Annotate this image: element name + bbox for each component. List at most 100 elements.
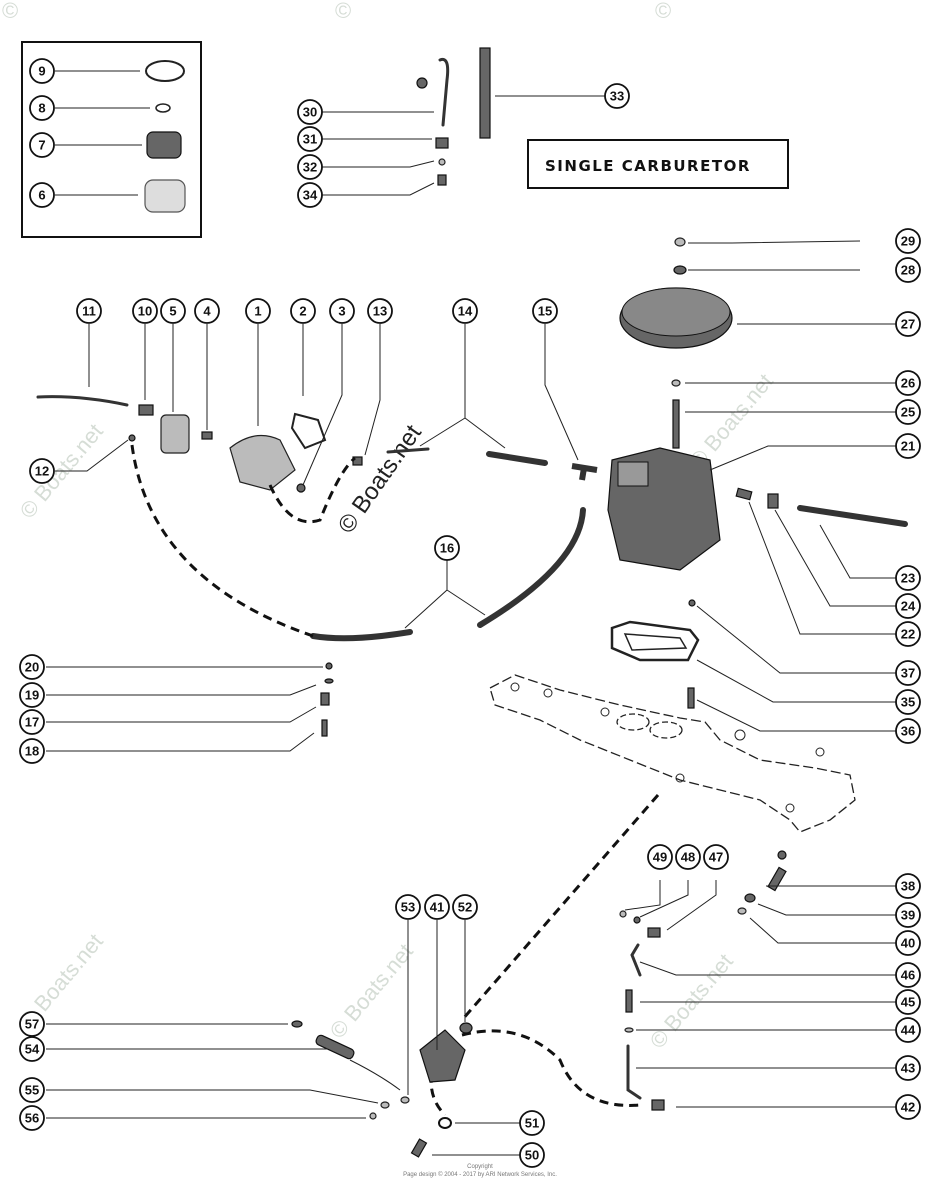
vent-tube-parts (322, 47, 605, 196)
callout-55[interactable]: 55 (19, 1077, 45, 1103)
fuel-inlet-parts (735, 487, 908, 635)
callout-51[interactable]: 51 (519, 1110, 545, 1136)
corner-watermarks: © © © (2, 0, 671, 23)
callout-34[interactable]: 34 (297, 182, 323, 208)
callout-45[interactable]: 45 (895, 989, 921, 1015)
callout-31[interactable]: 31 (297, 126, 323, 152)
callout-49[interactable]: 49 (647, 844, 673, 870)
callout-25[interactable]: 25 (895, 399, 921, 425)
callout-3[interactable]: 3 (329, 298, 355, 324)
gasket-part (145, 60, 185, 82)
svg-text:56: 56 (25, 1111, 39, 1126)
callout-54[interactable]: 54 (19, 1036, 45, 1062)
svg-text:19: 19 (25, 688, 39, 703)
callout-23[interactable]: 23 (895, 565, 921, 591)
callout-57[interactable]: 57 (19, 1011, 45, 1037)
callout-52[interactable]: 52 (452, 894, 478, 920)
svg-text:48: 48 (681, 850, 695, 865)
callout-36[interactable]: 36 (895, 718, 921, 744)
callout-46[interactable]: 46 (895, 962, 921, 988)
manifold-gasket-parts (610, 599, 896, 732)
callout-16[interactable]: 16 (434, 535, 460, 561)
svg-text:3: 3 (338, 304, 345, 319)
carburetor-assembly (607, 445, 896, 571)
callout-6[interactable]: 6 (29, 182, 55, 208)
fuel-pump-part (229, 434, 296, 491)
svg-text:36: 36 (901, 724, 915, 739)
svg-text:25: 25 (901, 405, 915, 420)
callout-13[interactable]: 13 (367, 298, 393, 324)
callout-18[interactable]: 18 (19, 738, 45, 764)
svg-text:41: 41 (430, 900, 444, 915)
callout-47[interactable]: 47 (703, 844, 729, 870)
callout-15[interactable]: 15 (532, 298, 558, 324)
callout-12[interactable]: 12 (29, 458, 55, 484)
callout-40[interactable]: 40 (895, 930, 921, 956)
callout-2[interactable]: 2 (290, 298, 316, 324)
callout-43[interactable]: 43 (895, 1055, 921, 1081)
callout-50[interactable]: 50 (519, 1142, 545, 1168)
watermark-text-center: © Boats.net (333, 420, 427, 539)
callout-8[interactable]: 8 (29, 95, 55, 121)
svg-text:46: 46 (901, 968, 915, 983)
callout-32[interactable]: 32 (297, 154, 323, 180)
callout-48[interactable]: 48 (675, 844, 701, 870)
svg-text:34: 34 (303, 188, 318, 203)
callout-27[interactable]: 27 (895, 311, 921, 337)
intake-manifold (489, 674, 856, 833)
callout-39[interactable]: 39 (895, 902, 921, 928)
callout-33[interactable]: 33 (604, 83, 630, 109)
callout-44[interactable]: 44 (895, 1017, 921, 1043)
callout-53[interactable]: 53 (395, 894, 421, 920)
callout-4[interactable]: 4 (194, 298, 220, 324)
svg-text:57: 57 (25, 1017, 39, 1032)
callout-24[interactable]: 24 (895, 593, 921, 619)
svg-text:33: 33 (610, 89, 624, 104)
callout-38[interactable]: 38 (895, 873, 921, 899)
callout-17[interactable]: 17 (19, 709, 45, 735)
callout-14[interactable]: 14 (452, 298, 478, 324)
callout-26[interactable]: 26 (895, 370, 921, 396)
callouts: 9 8 7 6 30 31 32 34 33 29 28 27 26 25 21… (19, 58, 921, 1168)
svg-text:45: 45 (901, 995, 915, 1010)
svg-text:12: 12 (35, 464, 49, 479)
fuel-line-part (477, 507, 586, 628)
callout-35[interactable]: 35 (895, 689, 921, 715)
copyright-line-2: Page design © 2004 - 2017 by ARI Network… (403, 1171, 557, 1178)
callout-42[interactable]: 42 (895, 1094, 921, 1120)
svg-text:31: 31 (303, 132, 317, 147)
callout-9[interactable]: 9 (29, 58, 55, 84)
svg-text:26: 26 (901, 376, 915, 391)
callout-20[interactable]: 20 (19, 654, 45, 680)
watermark-text: © Boats.net (645, 949, 738, 1053)
watermark-symbol: © (335, 0, 351, 23)
copyright-line-1: Copyright (467, 1164, 493, 1170)
svg-text:9: 9 (38, 64, 45, 79)
svg-text:54: 54 (25, 1042, 40, 1057)
callout-29[interactable]: 29 (895, 228, 921, 254)
callout-1[interactable]: 1 (245, 298, 271, 324)
callout-10[interactable]: 10 (132, 298, 158, 324)
callout-56[interactable]: 56 (19, 1105, 45, 1131)
svg-text:52: 52 (458, 900, 472, 915)
svg-text:1: 1 (254, 304, 261, 319)
svg-text:39: 39 (901, 908, 915, 923)
fuel-pump-parts (36, 324, 381, 524)
callout-37[interactable]: 37 (895, 660, 921, 686)
svg-text:42: 42 (901, 1100, 915, 1115)
svg-text:37: 37 (901, 666, 915, 681)
callout-11[interactable]: 11 (76, 298, 102, 324)
callout-5[interactable]: 5 (160, 298, 186, 324)
callout-7[interactable]: 7 (29, 132, 55, 158)
fuel-filter-part (160, 414, 190, 454)
callout-41[interactable]: 41 (424, 894, 450, 920)
callout-22[interactable]: 22 (895, 621, 921, 647)
callout-21[interactable]: 21 (895, 433, 921, 459)
svg-text:32: 32 (303, 160, 317, 175)
callout-19[interactable]: 19 (19, 682, 45, 708)
callout-28[interactable]: 28 (895, 257, 921, 283)
svg-text:50: 50 (525, 1148, 539, 1163)
callout-30[interactable]: 30 (297, 99, 323, 125)
svg-text:27: 27 (901, 317, 915, 332)
